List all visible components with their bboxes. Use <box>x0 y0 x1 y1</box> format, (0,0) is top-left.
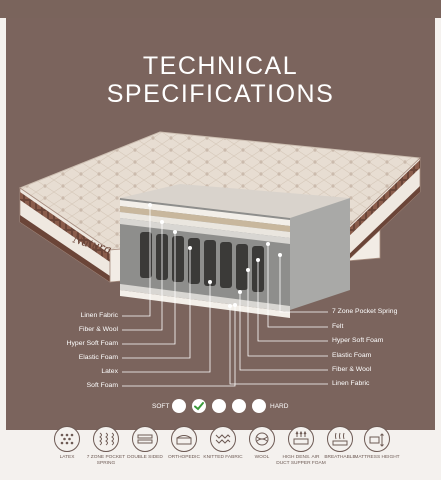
layer-label-right-2: Felt <box>332 323 344 330</box>
layer-label-left-2: Fiber & Wool <box>78 326 118 333</box>
layer-label-right-1: 7 Zone Pocket Spring <box>332 308 398 315</box>
wool-icon <box>249 426 275 452</box>
mattress-illustration: Natura <box>18 131 421 318</box>
feature-double-sided: DOUBLE SIDED <box>120 426 170 461</box>
firmness-level-2 <box>192 399 206 413</box>
page-title-line1: TECHNICAL <box>142 52 299 80</box>
feature-breathable: BREATHABLE <box>315 426 365 461</box>
firmness-scale: SOFT HARD <box>150 398 300 416</box>
orthopedic-icon <box>171 426 197 452</box>
feature-label: ORTHOPEDIC <box>168 455 200 460</box>
layer-label-left-1: Linen Fabric <box>80 312 118 319</box>
layer-label-left-6: Soft Foam <box>86 382 118 389</box>
feature-pocket-spring: 7 ZONE POCKET SPRING <box>81 426 131 466</box>
firmness-level-5 <box>252 399 266 413</box>
firmness-soft-label: SOFT <box>152 403 170 410</box>
feature-mattress-height: MATTRESS HEIGHT <box>352 426 402 461</box>
mattress-height-icon <box>364 426 390 452</box>
checkmark-icon <box>194 402 204 411</box>
feature-label: WOOL <box>254 455 270 460</box>
pocket-spring-icon <box>93 426 119 452</box>
layer-label-left-4: Elastic Foam <box>78 354 118 361</box>
feature-label: MATTRESS HEIGHT <box>354 455 400 460</box>
breathable-icon <box>327 426 353 452</box>
firmness-level-3 <box>212 399 226 413</box>
firmness-level-4 <box>232 399 246 413</box>
feature-label: 7 ZONE POCKET SPRING <box>86 455 126 466</box>
top-band <box>0 0 441 18</box>
layer-label-right-5: Fiber & Wool <box>332 366 372 373</box>
cutaway-top <box>120 184 350 218</box>
layer-label-left-5: Latex <box>101 368 118 375</box>
page-title-line2: SPECIFICATIONS <box>106 80 335 108</box>
firmness-hard-label: HARD <box>270 403 289 410</box>
feature-label: KNITTED FABRIC <box>203 455 243 460</box>
feature-latex: LATEX <box>42 426 92 461</box>
feature-label: LATEX <box>59 455 75 460</box>
feature-label: BREATHABLE <box>324 455 356 460</box>
layer-label-right-3: Hyper Soft Foam <box>332 337 384 344</box>
feature-knitted-fabric: KNITTED FABRIC <box>198 426 248 461</box>
layer-label-right-4: Elastic Foam <box>332 352 372 359</box>
layer-label-left-3: Hyper Soft Foam <box>66 340 118 347</box>
feature-label: DOUBLE SIDED <box>127 455 163 460</box>
feature-wool: WOOL <box>237 426 287 461</box>
feature-high-density-foam: HIGH DENS. AIR DUCT SUPPER FOAM <box>276 426 326 466</box>
knitted-fabric-icon <box>210 426 236 452</box>
firmness-level-1 <box>172 399 186 413</box>
feature-icons: LATEX 7 ZONE POCKET SPRING DOUBLE SIDED … <box>0 426 441 480</box>
layer-label-right-6: Linen Fabric <box>332 380 370 387</box>
high-density-foam-icon <box>288 426 314 452</box>
double-sided-icon <box>132 426 158 452</box>
feature-label: HIGH DENS. AIR DUCT SUPPER FOAM <box>276 455 326 466</box>
feature-orthopedic: ORTHOPEDIC <box>159 426 209 461</box>
latex-icon <box>54 426 80 452</box>
